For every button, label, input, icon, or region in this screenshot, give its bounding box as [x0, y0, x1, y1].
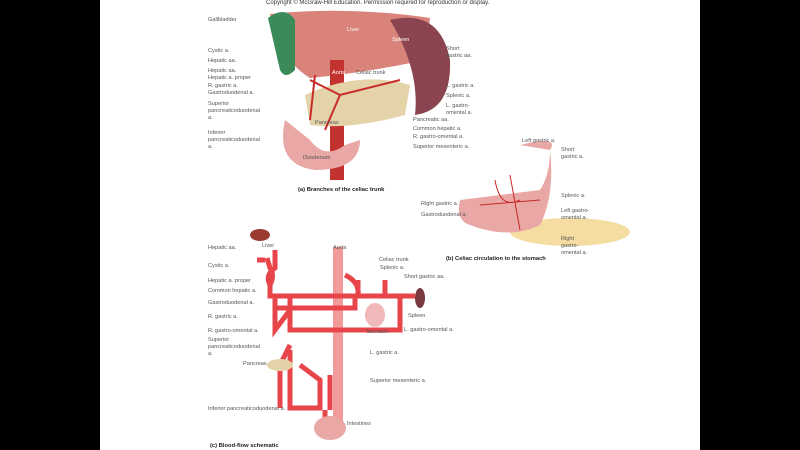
label-c-splenic-a: Splenic a. — [380, 265, 405, 271]
spleen-shape — [415, 288, 425, 308]
panel-c-drawing — [257, 247, 415, 430]
label-short-gastric-a: Short gastric a. — [561, 147, 584, 160]
label-l-gastric-a: L. gastric a. — [446, 83, 475, 89]
label-gallbladder: Gallbladder — [208, 17, 237, 23]
label-c-superior-mesenteric-a: Superior mesenteric a. — [370, 378, 427, 384]
intestines-shape — [314, 416, 346, 440]
label-gastroduodenal-a-b: Gastroduodenal a. — [421, 212, 468, 218]
label-c-r-gastric-a: R. gastric a. — [208, 314, 238, 320]
organ-c-liver: Liver — [262, 243, 275, 249]
label-superior-pancreaticoduodenal-a: Superior pancreaticoduodenal a. — [208, 101, 260, 121]
caption-a: (a) Branches of the celiac trunk — [298, 187, 385, 193]
organ-c-pancreas: Pancreas — [243, 361, 267, 367]
label-c-l-gastric-a: L. gastric a. — [370, 350, 399, 356]
label-superior-mesenteric-a: Superior mesenteric a. — [413, 144, 470, 150]
label-c-hepatic-aa: Hepatic aa. — [208, 245, 237, 251]
label-left-gastro-omental-a: Left gastro-omental a. — [561, 208, 590, 221]
label-c-inferior-pancreaticoduodenal-a: Inferior pancreaticoduodenal a. — [208, 406, 286, 412]
label-c-common-hepatic-a: Common hepatic a. — [208, 288, 257, 294]
label-l-gastro-omental-a: L. gastro-omental a. — [446, 103, 473, 116]
label-common-hepatic-a: Common hepatic a. — [413, 126, 462, 132]
label-c-l-gastro-omental-a: L. gastro-omental a. — [404, 327, 454, 333]
caption-b: (b) Celiac circulation to the stomach — [446, 256, 546, 262]
label-splenic-a-b: Splenic a. — [561, 193, 586, 199]
organ-pancreas: Pancreas — [315, 120, 339, 126]
label-hepatic-aa-2: Hepatic aa. — [208, 68, 237, 74]
anatomy-illustration — [250, 10, 630, 440]
organ-duodenum: Duodenum — [303, 155, 331, 161]
label-hepatic-a-proper: Hepatic a. proper — [208, 75, 251, 81]
organ-c-intestines: Intestines — [347, 421, 371, 427]
organ-spleen: Spleen — [392, 37, 410, 43]
label-celiac-trunk: Celiac trunk — [356, 70, 386, 76]
label-splenic-a: Splenic a. — [446, 93, 471, 99]
organ-c-spleen: Spleen — [408, 313, 426, 319]
label-left-gastric-a: Left gastric a. — [522, 138, 556, 144]
label-cystic-a: Cystic a. — [208, 48, 230, 54]
label-c-short-gastric-aa: Short gastric aa. — [404, 274, 445, 280]
organ-aorta: Aorta — [332, 70, 346, 76]
panel-b-drawing — [458, 141, 630, 246]
label-c-cystic-a: Cystic a. — [208, 263, 230, 269]
label-c-hepatic-a-proper: Hepatic a. proper — [208, 278, 251, 284]
label-gastroduodenal-a: Gastroduodenal a. — [208, 90, 255, 96]
label-c-superior-pancreaticoduodenal-a: Superior pancreaticoduodenal a. — [208, 337, 260, 357]
label-r-gastric-a: R. gastric a. — [208, 83, 238, 89]
stomach-shape — [365, 303, 385, 327]
label-right-gastric-a: Right gastric a. — [421, 201, 459, 207]
caption-c: (c) Blood-flow schematic — [210, 443, 279, 449]
pancreas-shape — [267, 359, 293, 371]
organ-c-aorta: Aorta — [333, 245, 347, 251]
label-hepatic-aa: Hepatic aa. — [208, 58, 237, 64]
liver-shape — [250, 229, 270, 241]
label-c-gastroduodenal-a: Gastroduodenal a. — [208, 300, 255, 306]
label-inferior-pancreaticoduodenal-a: Inferior pancreaticoduodenal a. — [208, 130, 260, 150]
organ-liver: Liver — [347, 27, 360, 33]
label-pancreatic-aa: Pancreatic aa. — [413, 117, 449, 123]
label-right-gastro-omental-a: Right gastro-omental a. — [561, 236, 588, 256]
label-c-r-gastro-omental-a: R. gastro-omental a. — [208, 328, 259, 334]
figure-page: Copyright © McGraw-Hill Education. Permi… — [100, 0, 700, 450]
label-c-celiac-trunk: Celiac trunk — [379, 257, 409, 263]
organ-c-stomach: Stomach — [366, 329, 389, 335]
panel-a-drawing — [268, 10, 451, 180]
copyright-notice: Copyright © McGraw-Hill Education. Permi… — [266, 0, 490, 6]
label-short-gastric-aa: Short gastric aa. — [446, 46, 472, 59]
label-r-gastro-omental-a: R. gastro-omental a. — [413, 134, 464, 140]
